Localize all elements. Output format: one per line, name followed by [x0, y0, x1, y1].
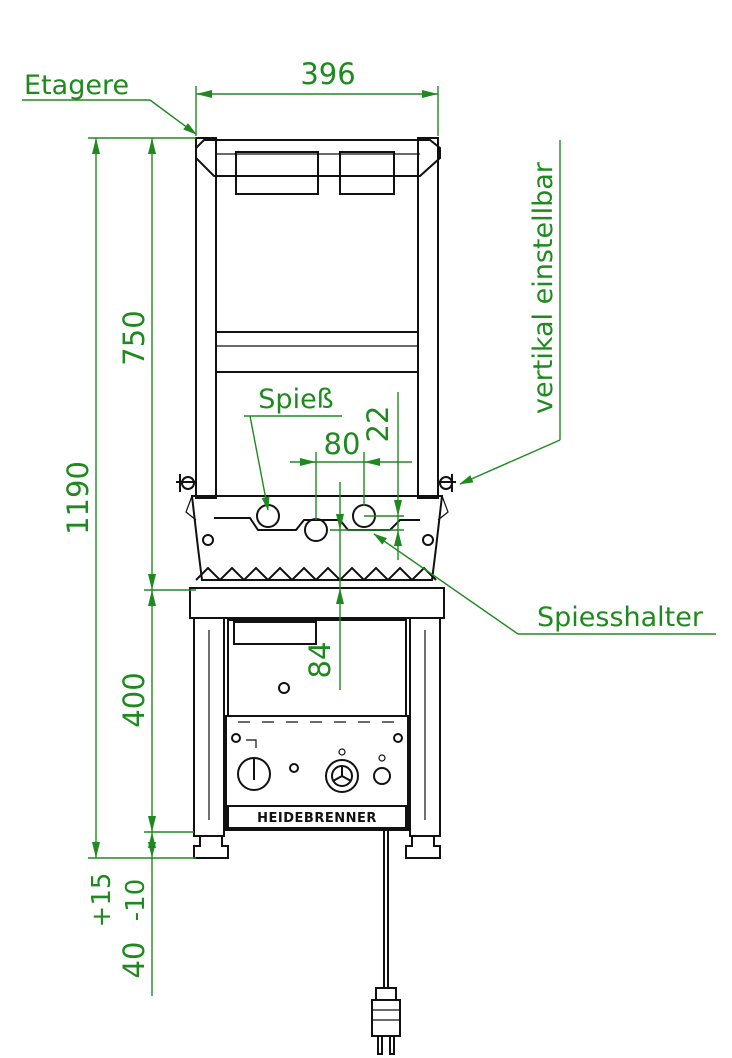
spiess-label: Spieß [258, 384, 333, 415]
dimension-lines [88, 86, 439, 996]
etagere-label: Etagere [24, 70, 129, 101]
dim-upper-height: 750 [117, 310, 151, 365]
dim-spit-spacing: 80 [324, 427, 361, 461]
vertikal-label: vertikal einstellbar [528, 161, 559, 414]
dim-spit-offset: 22 [361, 406, 395, 443]
spiesshalter-label: Spiesshalter [537, 602, 704, 633]
dim-foot-main: 40 [117, 942, 151, 979]
grill-outline: HEIDEBRENNER [176, 137, 456, 1055]
dim-total-height: 1190 [61, 461, 95, 535]
leader-lines [22, 99, 716, 635]
dim-foot-plus: +15 [87, 873, 117, 928]
dim-foot-minus: -10 [121, 879, 151, 921]
dim-width: 396 [300, 57, 355, 91]
dim-holder-height: 84 [303, 642, 337, 679]
brand-label: HEIDEBRENNER [257, 811, 377, 826]
dim-lower-height: 400 [117, 672, 151, 727]
